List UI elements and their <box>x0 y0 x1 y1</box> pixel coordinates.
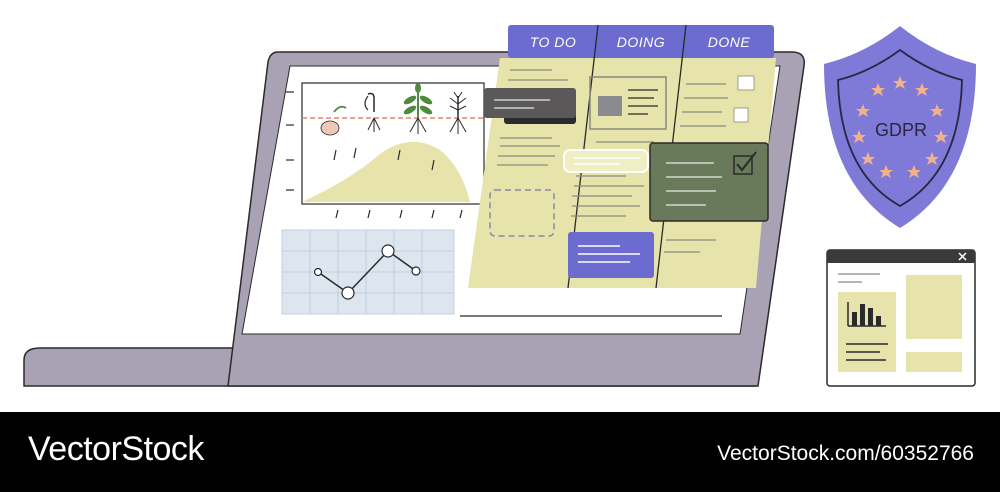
done-card[interactable] <box>649 142 769 222</box>
drop-placeholder[interactable] <box>489 189 555 237</box>
task-card[interactable] <box>589 76 667 130</box>
plant-growth-chart <box>286 82 485 219</box>
close-icon[interactable] <box>958 252 967 261</box>
seed-icon <box>320 105 347 136</box>
done-checkbox[interactable] <box>733 107 749 123</box>
window-titlebar <box>827 250 975 263</box>
check-icon <box>733 151 757 175</box>
tab-done[interactable]: DONE <box>707 34 751 50</box>
task-card-accent[interactable] <box>568 232 654 278</box>
gdpr-shield <box>824 26 976 228</box>
content-panel <box>906 275 962 339</box>
done-column <box>649 75 769 253</box>
content-panel <box>906 352 962 372</box>
bare-plant-icon <box>449 91 467 134</box>
tab-todo[interactable]: TO DO <box>529 34 577 50</box>
star-icon <box>852 76 948 178</box>
doing-column <box>563 76 667 278</box>
dashboard-window <box>826 249 976 387</box>
task-card-highlight[interactable] <box>563 149 649 173</box>
kanban-header <box>508 25 774 58</box>
line-chart <box>281 229 455 315</box>
todo-column <box>484 69 576 237</box>
chart-ticks <box>286 91 463 219</box>
brand-logo: VectorStock <box>28 430 204 468</box>
kanban-board <box>468 24 776 289</box>
task-card-dragging[interactable] <box>484 88 576 118</box>
gdpr-label: GDPR <box>874 120 927 140</box>
watermark-footer: VectorStock VectorStock.com/60352766 <box>0 412 1000 492</box>
credit-text: VectorStock.com/60352766 <box>717 442 974 465</box>
bar-chart-icon <box>847 302 886 327</box>
tab-doing[interactable]: DOING <box>616 34 666 50</box>
plant-icon <box>403 83 433 134</box>
done-checkbox[interactable] <box>737 75 755 91</box>
sprout-icon <box>364 92 381 132</box>
